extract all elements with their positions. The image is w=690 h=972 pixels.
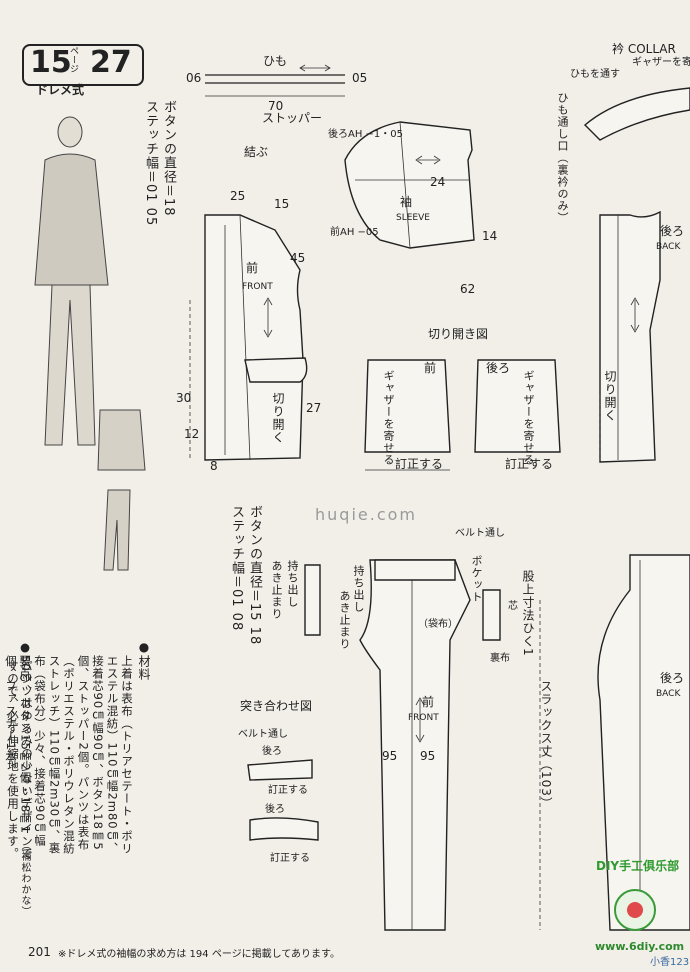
pants-pocket: ポケット xyxy=(470,555,483,603)
butt-back-1: 後ろ xyxy=(262,746,282,757)
front-dim-25: 25 xyxy=(230,189,246,203)
materials-credit: （補松わかな） xyxy=(19,840,30,917)
page-label-1: 15 xyxy=(30,45,72,80)
butt-loop: ベルト通し xyxy=(238,729,288,740)
materials-title: ●材料 xyxy=(137,640,151,681)
placket-a: 持ち出し xyxy=(286,560,299,608)
tie-width: 06 xyxy=(186,71,202,85)
pants-lining: 裏布 xyxy=(490,653,510,664)
page-label-2: 27 xyxy=(90,45,132,80)
materials-body: 上着は表布（トリアセテート・ポリエステル混紡）110㎝幅2m80㎝、接着芯90㎝… xyxy=(4,655,134,855)
butt-correct-1: 訂正する xyxy=(268,785,308,796)
sleeve-dim-62: 62 xyxy=(460,282,476,296)
pants-dim-95a: 95 xyxy=(382,749,398,763)
front-dim-45: 45 xyxy=(290,251,306,265)
butt-back-2: 後ろ xyxy=(265,804,285,815)
materials-point-title: ●要点 xyxy=(18,640,32,680)
footer-note: ※ドレメ式の袖幅の求め方は 194 ページに掲載してあります。 xyxy=(58,949,341,960)
stopper-knot: 結ぶ xyxy=(244,145,269,159)
tie-title: ひも xyxy=(263,54,288,68)
sleeve-back-ah: 後ろAH −1・05 xyxy=(328,129,404,140)
collar-pass-tie: ひもを通す xyxy=(570,69,620,80)
slash-gather-front: ギャザーを寄せる xyxy=(382,370,395,466)
pants-belt-loop: ベルト通し xyxy=(455,528,505,539)
front-dim-27: 27 xyxy=(306,401,322,415)
sleeve-dim-24: 24 xyxy=(430,175,446,189)
pants-interface: 芯 xyxy=(508,601,518,612)
watermark-club: DIY手工俱乐部 xyxy=(596,859,680,873)
placket-c: 持ち出し xyxy=(352,565,365,613)
back-en: BACK xyxy=(656,242,681,252)
front-en: FRONT xyxy=(242,282,273,292)
note-button-bottom: ボタンの直径＝15 18 xyxy=(247,505,262,646)
pants-dim-95b: 95 xyxy=(420,749,436,763)
materials-point: パンツはゆるみの少ないデザインですので、必ず伸縮地を使用します。 xyxy=(6,660,34,860)
stopper-title: ストッパー xyxy=(262,111,323,125)
pants-back-en: BACK xyxy=(656,689,681,699)
pants-front-en: FRONT xyxy=(408,713,439,723)
collar-tie-hole: ひも通し口（裏衿のみ） xyxy=(556,92,569,224)
pants-back: 後ろ xyxy=(660,671,685,685)
footer-page: 201 xyxy=(28,945,51,959)
butt-title: 突き合わせ図 xyxy=(240,699,313,713)
sleeve-dim-14: 14 xyxy=(482,229,498,243)
placket-d: あき止まり xyxy=(338,590,351,650)
slash-back: 後ろ xyxy=(486,361,511,375)
page-label-kana: ページ xyxy=(68,46,78,73)
page-number-box xyxy=(22,44,144,86)
front-dim-8: 8 xyxy=(210,459,218,473)
front-dim-15: 15 xyxy=(274,197,290,211)
sleeve-en: SLEEVE xyxy=(396,213,430,223)
slash-correct-back: 訂正する xyxy=(505,457,554,471)
collar-gather: ギャザーを寄せる xyxy=(632,57,690,68)
front-dim-30: 30 xyxy=(176,391,192,405)
front-title: 前 xyxy=(246,261,259,275)
note-stitch-bottom: ステッチ幅＝01 08 xyxy=(229,505,244,632)
pants-bag: （袋布） xyxy=(418,619,458,630)
watermark-url: www.6diy.com xyxy=(595,940,685,953)
method-label: ドレメ式 xyxy=(36,83,85,97)
pants-crotch: 股上寸法ひく1 xyxy=(521,570,535,657)
back-title: 後ろ xyxy=(660,224,685,238)
front-cut: 切り開く xyxy=(271,392,285,444)
note-button-top: ボタンの直径＝18 xyxy=(161,100,176,217)
placket-b: あき止まり xyxy=(270,560,283,620)
front-dim-12: 12 xyxy=(184,427,200,441)
slash-correct-front: 訂正する xyxy=(395,457,444,471)
tie-end: 05 xyxy=(352,71,368,85)
tie-length: 70 xyxy=(268,99,284,113)
slash-gather-back: ギャザーを寄せる xyxy=(522,370,535,466)
note-stitch-top: ステッチ幅＝01 05 xyxy=(143,100,158,227)
watermark-tag: 小香123 xyxy=(650,957,690,968)
butt-correct-2: 訂正する xyxy=(270,853,310,864)
pants-length: スラックス丈（103） xyxy=(539,680,553,810)
slash-title: 切り開き図 xyxy=(428,327,489,341)
back-cut: 切り開く xyxy=(603,370,617,422)
sleeve-front-ah: 前AH −05 xyxy=(330,227,379,238)
watermark-site: huqie.com xyxy=(315,505,417,524)
slash-front: 前 xyxy=(424,361,437,375)
sleeve-title: 袖 xyxy=(400,195,413,209)
collar-title: 衿 COLLAR xyxy=(612,42,676,56)
pants-front: 前 xyxy=(422,695,435,709)
